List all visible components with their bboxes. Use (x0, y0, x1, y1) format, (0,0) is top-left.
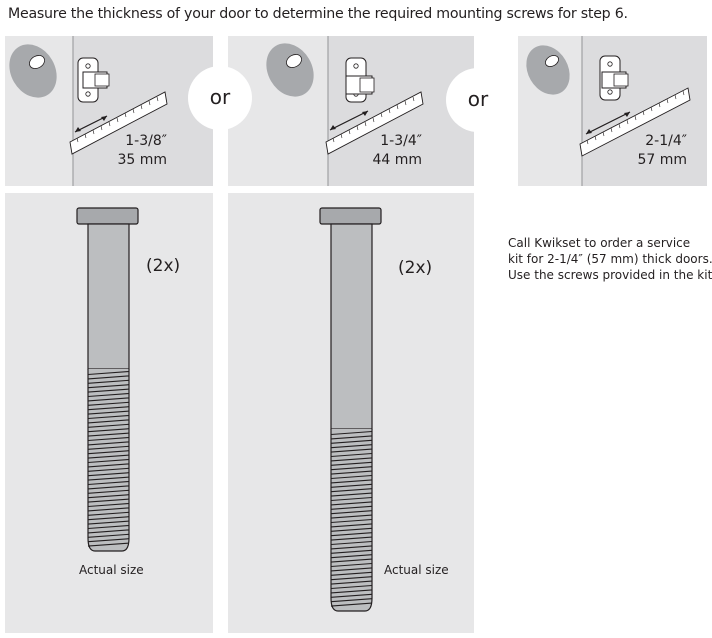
or-separator-2: or (446, 68, 510, 132)
door-illustration-3 (526, 36, 707, 186)
actual-size-caption-1: Actual size (79, 563, 144, 577)
service-kit-column (485, 193, 707, 633)
measurement-label-1: 1-3/8″ 35 mm (117, 132, 167, 170)
door-illustration-1 (9, 36, 213, 186)
screw-illustration-2 (319, 207, 382, 612)
thickness-metric: 35 mm (117, 152, 167, 168)
door-panel-3: 2-1/4″ 57 mm (518, 36, 707, 186)
measurement-label-2: 1-3/4″ 44 mm (372, 132, 422, 170)
instruction-heading: Measure the thickness of your door to de… (8, 6, 628, 22)
screw-quantity-2: (2x) (398, 258, 433, 278)
note-line-1: Call Kwikset to order a service (508, 236, 691, 250)
door-panel-1: 1-3/8″ 35 mm (5, 36, 213, 186)
thickness-fraction: 1-3/4″ (380, 133, 422, 149)
screw-column-2: (2x) Actual size (228, 193, 474, 633)
door-illustration-2 (266, 36, 474, 186)
thickness-metric: 44 mm (372, 152, 422, 168)
thickness-metric: 57 mm (637, 152, 687, 168)
or-separator-1: or (188, 66, 252, 130)
thickness-fraction: 2-1/4″ (645, 133, 687, 149)
note-line-3: Use the screws provided in the kit. (508, 268, 712, 282)
measurement-label-3: 2-1/4″ 57 mm (637, 132, 687, 170)
door-panel-2: 1-3/4″ 44 mm (228, 36, 474, 186)
actual-size-caption-2: Actual size (384, 563, 449, 577)
thickness-fraction: 1-3/8″ (125, 133, 167, 149)
screw-illustration-1 (76, 207, 139, 552)
service-kit-note: Call Kwikset to order a service kit for … (508, 235, 712, 283)
screw-quantity-1: (2x) (146, 256, 181, 276)
note-line-2: kit for 2-1/4″ (57 mm) thick doors. (508, 252, 712, 266)
screw-column-1: (2x) Actual size (5, 193, 213, 633)
